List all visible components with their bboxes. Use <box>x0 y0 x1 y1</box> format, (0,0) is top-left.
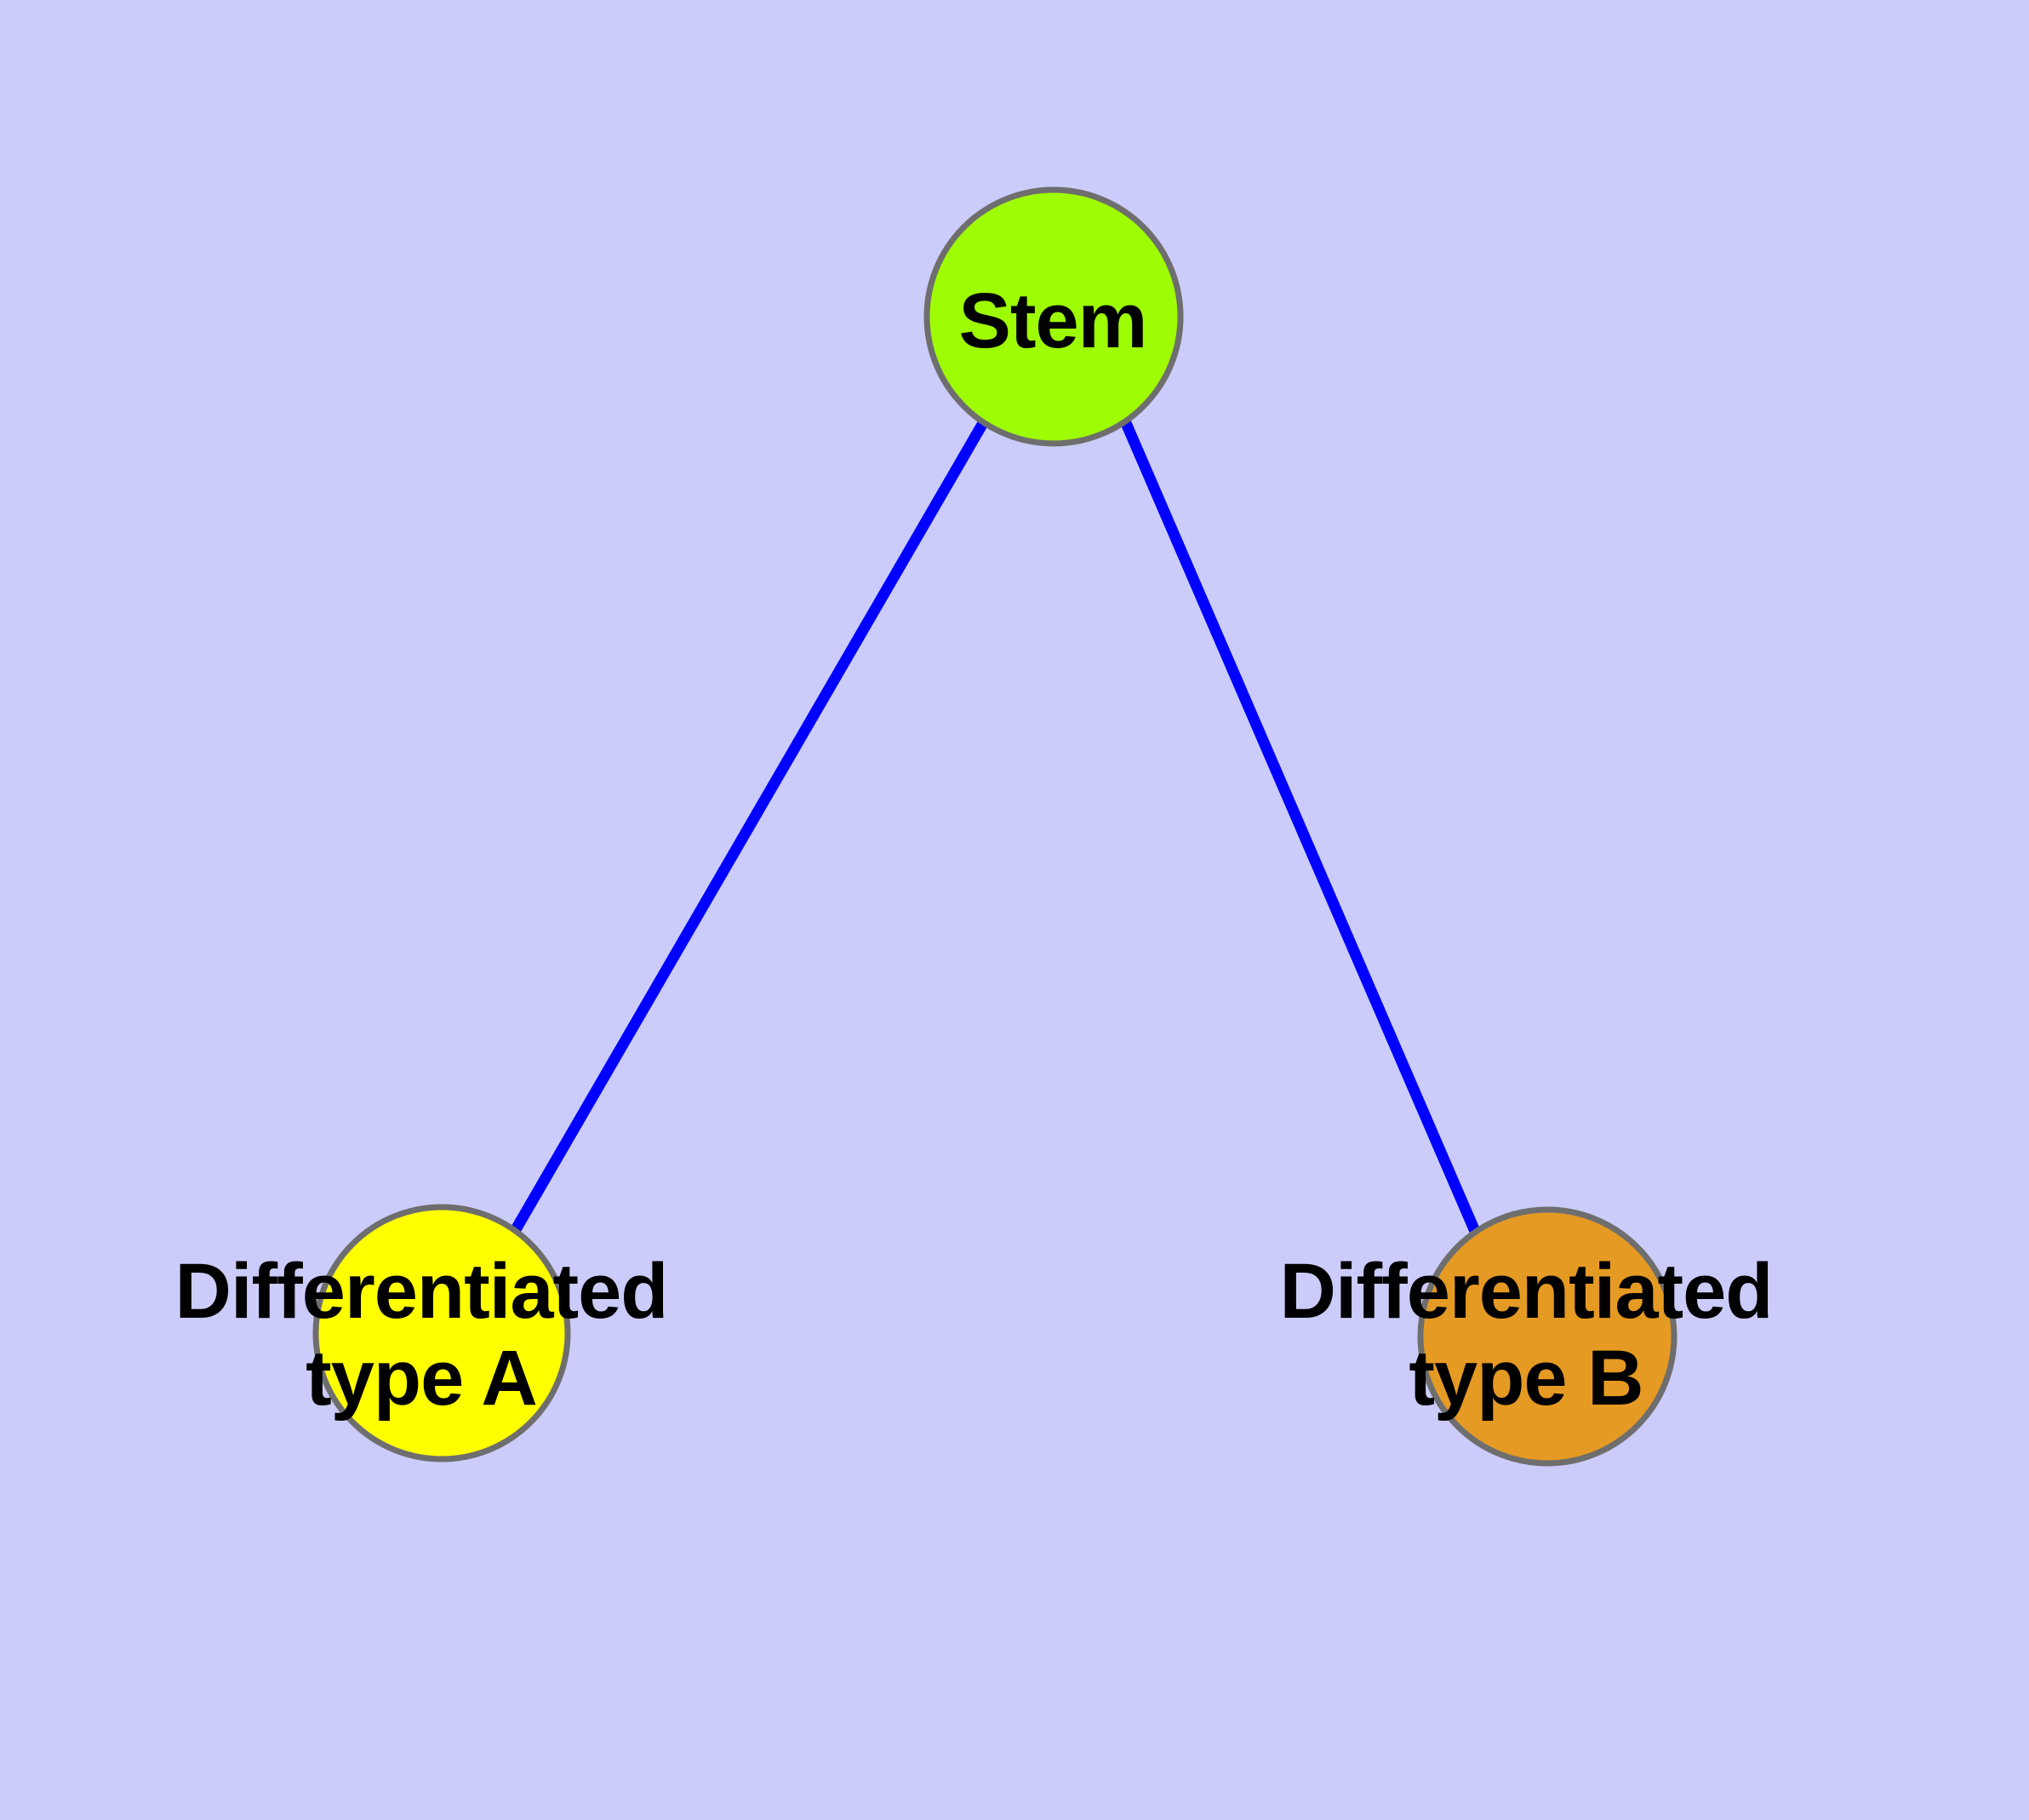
graph-node-diff-b[interactable] <box>1417 1206 1677 1467</box>
edge-layer <box>510 420 1482 1238</box>
graph-node-diff-a[interactable] <box>312 1204 571 1462</box>
graph-edge-stem-to-diff-b <box>1121 421 1482 1238</box>
graph-edge-stem-to-diff-a <box>510 420 988 1234</box>
graph-node-stem[interactable] <box>923 186 1184 447</box>
node-layer <box>312 186 1677 1467</box>
